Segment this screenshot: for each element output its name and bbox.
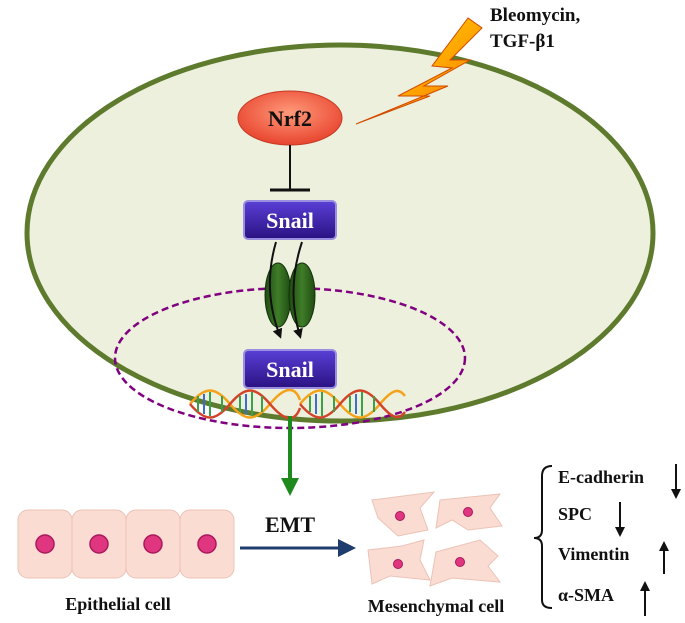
snail-nucleus-label: Snail [266, 357, 314, 382]
marker-bracket [533, 465, 553, 609]
mesenchymal-cells [367, 491, 503, 587]
translocation-arrow-right [292, 241, 303, 339]
mesenchymal-cell [429, 539, 502, 587]
marker-label: SPC [558, 504, 592, 524]
epithelial-cell-label: Epithelial cell [65, 594, 171, 614]
marker-label: E-cadherin [558, 467, 644, 487]
marker-label: α-SMA [558, 585, 614, 605]
stimulus-label-line1: Bleomycin, [490, 5, 580, 26]
translocation-arrow-left [268, 241, 283, 339]
mesenchymal-cell-label: Mesenchymal cell [368, 596, 504, 616]
emt-label: EMT [265, 512, 315, 537]
snail-cytoplasm-label: Snail [266, 208, 314, 233]
stimulus-label-line2: TGF-β1 [490, 31, 555, 52]
snail-cytoplasm-box [243, 200, 337, 240]
snail-nucleus-box [243, 349, 337, 389]
cell-membrane [24, 42, 656, 424]
nrf2-label: Nrf2 [268, 106, 312, 131]
epithelial-cells [17, 509, 235, 579]
marker-list: E-cadherin SPC Vimentin α-SMA [558, 464, 681, 616]
marker-label: Vimentin [558, 544, 629, 564]
lightning-bolt-icon [355, 17, 483, 125]
